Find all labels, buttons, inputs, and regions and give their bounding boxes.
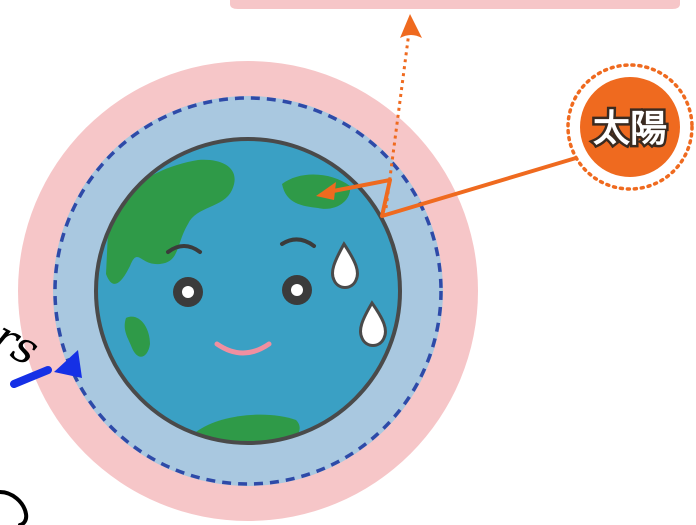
escaping-ray-arrowhead: [400, 14, 422, 38]
sun-label: 太陽: [593, 107, 667, 150]
top-banner-edge: [230, 0, 680, 9]
right-eye-highlight: [291, 284, 303, 296]
left-eye-highlight: [182, 286, 194, 298]
bottom-left-pen-stroke: [0, 492, 26, 525]
sun-badge: 太陽: [568, 65, 692, 189]
